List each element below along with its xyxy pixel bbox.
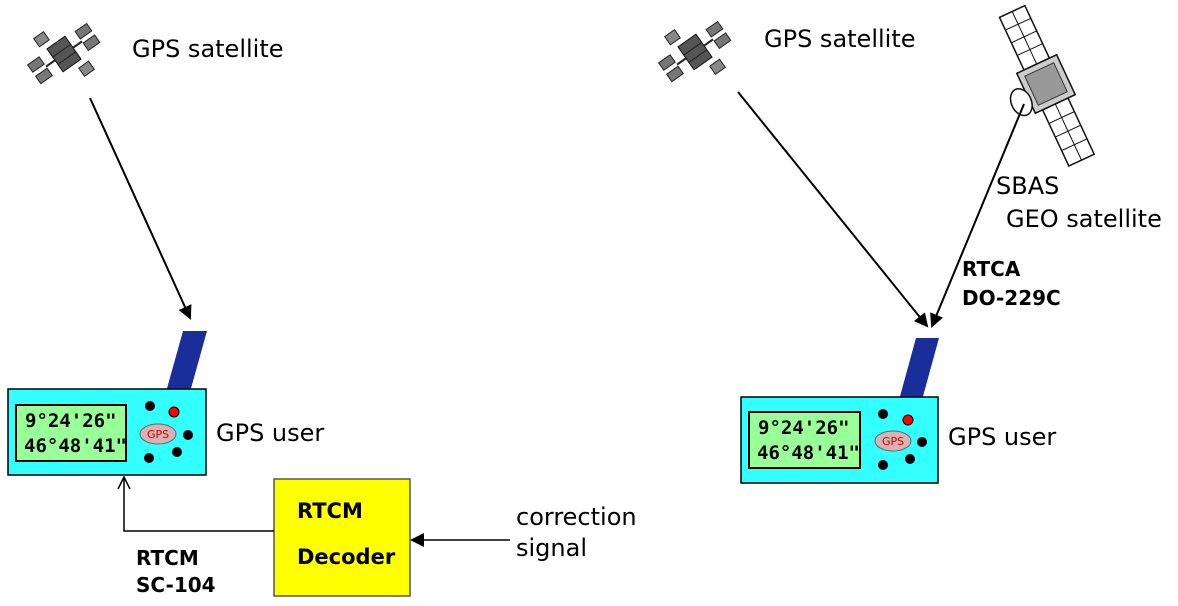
- rtca-label-line1: RTCA: [962, 257, 1021, 281]
- gps-user-device-right: 9°24'26" 46°48'41" GPS: [740, 338, 939, 484]
- device-screen-left: [15, 404, 127, 462]
- rtcm-output-arrow: [124, 478, 274, 532]
- device-lat-right: 9°24'26": [758, 417, 850, 439]
- device-screen-right: [748, 411, 861, 469]
- sbas-label-line2: GEO satellite: [1006, 205, 1162, 233]
- gps-user-device-left: 9°24'26" 46°48'41" GPS: [7, 331, 207, 476]
- gps-user-label-right: GPS user: [948, 423, 1056, 451]
- antenna-right: [899, 338, 939, 400]
- rtcm-format-line2: SC-104: [136, 573, 216, 597]
- gps-badge-right: [874, 430, 912, 452]
- device-button-left-4: [172, 447, 182, 457]
- device-lon-right: 46°48'41": [757, 442, 860, 464]
- rtcm-decoder-box: [273, 478, 411, 597]
- rtca-label-line2: DO-229C: [962, 286, 1061, 310]
- sbas-label-line1: SBAS: [996, 172, 1059, 200]
- device-button-right-3: [878, 460, 888, 470]
- gps-badge-text-right: GPS: [882, 435, 904, 448]
- gps-satellite-label-right: GPS satellite: [764, 25, 916, 53]
- device-button-left-3: [144, 453, 154, 463]
- gps-satellite-icon: [26, 22, 101, 85]
- device-button-red-left: [168, 406, 180, 418]
- antenna-left: [166, 331, 207, 392]
- device-button-right-2: [917, 437, 927, 447]
- correction-label-line1: correction: [516, 503, 637, 531]
- device-button-right-4: [905, 454, 915, 464]
- device-button-red-right: [902, 414, 914, 426]
- geo-signal-arrow-right: [930, 103, 1025, 328]
- gps-satellite-label-left: GPS satellite: [132, 35, 284, 63]
- gps-badge-left: [139, 423, 177, 445]
- gps-user-label-left: GPS user: [216, 419, 324, 447]
- device-lat-left: 9°24'26": [25, 410, 117, 432]
- decoder-line2: Decoder: [297, 545, 396, 569]
- device-button-left-1: [145, 401, 155, 411]
- rtcm-format-line1: RTCM: [136, 546, 199, 570]
- device-button-left-2: [183, 430, 193, 440]
- geo-satellite-icon: [998, 4, 1096, 168]
- decoder-line1: RTCM: [297, 499, 363, 523]
- gps-signal-arrow-left: [89, 97, 192, 320]
- gps-signal-arrow-right: [737, 91, 929, 328]
- device-button-right-1: [878, 409, 888, 419]
- gps-satellite-icon: [657, 20, 732, 83]
- gps-badge-text-left: GPS: [147, 428, 169, 441]
- correction-label-line2: signal: [516, 534, 587, 562]
- device-lon-left: 46°48'41": [24, 435, 127, 457]
